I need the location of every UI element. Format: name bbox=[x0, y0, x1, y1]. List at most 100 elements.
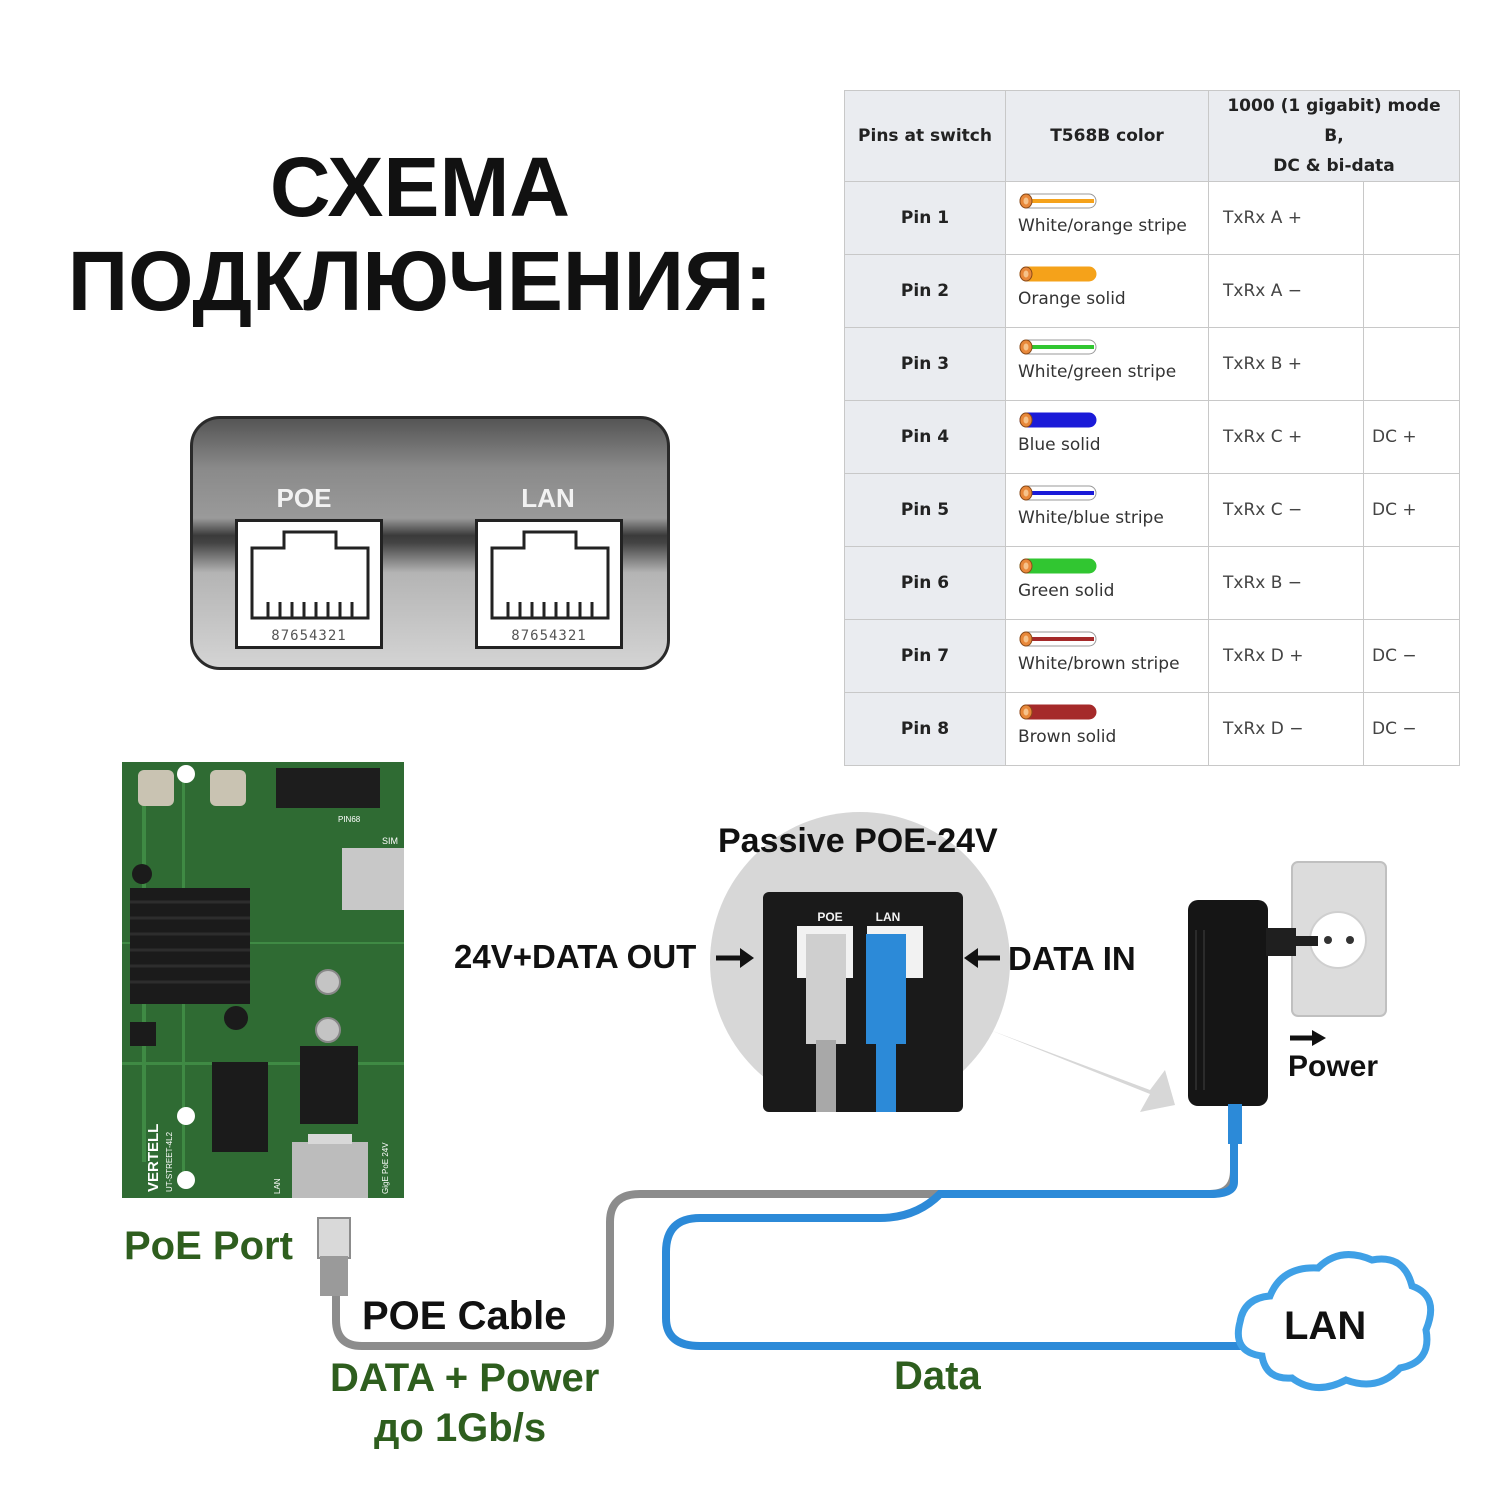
wire-icon bbox=[1019, 558, 1097, 574]
rj45-plug bbox=[317, 1217, 351, 1259]
pin-silk: PIN68 bbox=[338, 815, 361, 824]
wire-icon bbox=[1019, 485, 1097, 501]
header-mode-line-1: 1000 (1 gigabit) mode B, bbox=[1227, 96, 1441, 146]
wire-color-label: Blue solid bbox=[1018, 435, 1101, 455]
data-out-label: 24V+DATA OUT bbox=[454, 938, 697, 975]
poe-silk: GigE PoE 24V bbox=[381, 1142, 390, 1194]
page-title: СХЕМА ПОДКЛЮЧЕНИЯ: bbox=[40, 140, 800, 328]
signal-cell: TxRx C − bbox=[1208, 473, 1364, 547]
poe-cable-caption: POE Cable bbox=[362, 1294, 567, 1338]
out-arrow-icon bbox=[716, 948, 754, 968]
power-arrow-icon bbox=[1290, 1030, 1326, 1046]
lan-cloud-label: LAN bbox=[1284, 1304, 1367, 1348]
poe-port-caption: PoE Port bbox=[124, 1224, 293, 1268]
wire-icon bbox=[1019, 266, 1097, 282]
pin-cell: Pin 8 bbox=[844, 692, 1006, 766]
wire-color-label: White/orange stripe bbox=[1018, 216, 1187, 236]
dc-cell bbox=[1363, 254, 1460, 328]
pin-cell: Pin 7 bbox=[844, 619, 1006, 693]
data-label: Data bbox=[894, 1354, 981, 1398]
power-label: Power bbox=[1288, 1050, 1379, 1083]
signal-cell: TxRx D − bbox=[1208, 692, 1364, 766]
pin-cell: Pin 1 bbox=[844, 181, 1006, 255]
title-line-1: СХЕМА bbox=[269, 140, 571, 234]
dc-cell: DC + bbox=[1363, 400, 1460, 474]
in-arrow-icon bbox=[964, 948, 1000, 968]
table-row: Pin 7 White/brown stripe TxRx D +DC − bbox=[844, 619, 1460, 693]
signal-cell: TxRx A − bbox=[1208, 254, 1364, 328]
table-row: Pin 3 White/green stripe TxRx B + bbox=[844, 327, 1460, 401]
data-cable bbox=[662, 1110, 1250, 1350]
grey-plug bbox=[806, 934, 846, 1044]
lan-rj45-jack: 87654321 bbox=[475, 519, 623, 649]
blue-plug bbox=[866, 934, 906, 1044]
pin-numbers: 87654321 bbox=[511, 628, 587, 644]
chip-1 bbox=[212, 1062, 268, 1152]
color-cell: Green solid bbox=[1005, 546, 1209, 620]
wire-color-label: White/green stripe bbox=[1018, 362, 1177, 382]
power-adapter bbox=[1188, 900, 1268, 1106]
lan-port-label: LAN bbox=[521, 483, 575, 513]
color-cell: White/orange stripe bbox=[1005, 181, 1209, 255]
wire-color-label: Brown solid bbox=[1018, 727, 1117, 747]
wire-color-label: Green solid bbox=[1018, 581, 1115, 601]
signal-cell: TxRx B − bbox=[1208, 546, 1364, 620]
poe-rj45-jack: 87654321 bbox=[235, 519, 383, 649]
dc-cell: DC − bbox=[1363, 619, 1460, 693]
speed-caption: до 1Gb/s bbox=[374, 1406, 547, 1450]
data-in-label: DATA IN bbox=[1008, 940, 1136, 977]
pinout-table: Pins at switch T568B color 1000 (1 gigab… bbox=[844, 90, 1460, 766]
header-mode-line-2: DC & bi-data bbox=[1273, 156, 1395, 176]
heatsink bbox=[130, 888, 250, 1004]
wire-color-label: Orange solid bbox=[1018, 289, 1126, 309]
pin-cell: Pin 4 bbox=[844, 400, 1006, 474]
color-cell: Blue solid bbox=[1005, 400, 1209, 474]
lan-silk: LAN bbox=[273, 1178, 282, 1194]
table-row: Pin 2 Orange solid TxRx A − bbox=[844, 254, 1460, 328]
pin-cell: Pin 2 bbox=[844, 254, 1006, 328]
header-color: T568B color bbox=[1005, 90, 1209, 182]
dc-cell: DC + bbox=[1363, 473, 1460, 547]
inset-injector-body bbox=[763, 892, 963, 1112]
wire-icon bbox=[1019, 704, 1097, 720]
wire-icon bbox=[1019, 193, 1097, 209]
model-text: UT-STREET-4L2 bbox=[165, 1131, 174, 1192]
wire-color-label: White/brown stripe bbox=[1018, 654, 1180, 674]
injector-title: Passive POE-24V bbox=[718, 822, 998, 860]
table-row: Pin 6 Green solid TxRx B − bbox=[844, 546, 1460, 620]
brand-text: VERTELL bbox=[145, 1124, 162, 1192]
lan-cloud-icon bbox=[1234, 1251, 1435, 1391]
header-pins: Pins at switch bbox=[844, 90, 1006, 182]
signal-cell: TxRx D + bbox=[1208, 619, 1364, 693]
chip-2 bbox=[300, 1046, 358, 1124]
pin-numbers: 87654321 bbox=[271, 628, 347, 644]
signal-cell: TxRx B + bbox=[1208, 327, 1364, 401]
pin-cell: Pin 3 bbox=[844, 327, 1006, 401]
rj45-icon bbox=[250, 530, 370, 620]
pin-cell: Pin 6 bbox=[844, 546, 1006, 620]
wire-icon bbox=[1019, 412, 1097, 428]
dc-cell: DC − bbox=[1363, 692, 1460, 766]
plug-boot bbox=[320, 1256, 348, 1296]
header-mode: 1000 (1 gigabit) mode B, DC & bi-data bbox=[1208, 90, 1460, 182]
poe-port-label: POE bbox=[276, 483, 332, 513]
router-board: VERTELL UT-STREET-4L2 SIM PIN68 LAN GigE… bbox=[122, 762, 404, 1198]
title-line-2: ПОДКЛЮЧЕНИЯ: bbox=[67, 234, 773, 328]
wire-icon bbox=[1019, 631, 1097, 647]
injector-front-panel: POE LAN 87654321 87654321 bbox=[190, 416, 670, 670]
ethernet-jack bbox=[292, 1142, 368, 1198]
wire-icon bbox=[1019, 339, 1097, 355]
inset-lan-label: LAN bbox=[876, 910, 901, 924]
wire-color-label: White/blue stripe bbox=[1018, 508, 1164, 528]
data-power-caption: DATA + Power bbox=[330, 1356, 600, 1400]
rj45-icon bbox=[490, 530, 610, 620]
sim-slot bbox=[342, 848, 404, 910]
sim-silk: SIM bbox=[382, 836, 398, 846]
table-row: Pin 8 Brown solid TxRx D −DC − bbox=[844, 692, 1460, 766]
color-cell: White/green stripe bbox=[1005, 327, 1209, 401]
inset-pointer bbox=[990, 1030, 1175, 1112]
